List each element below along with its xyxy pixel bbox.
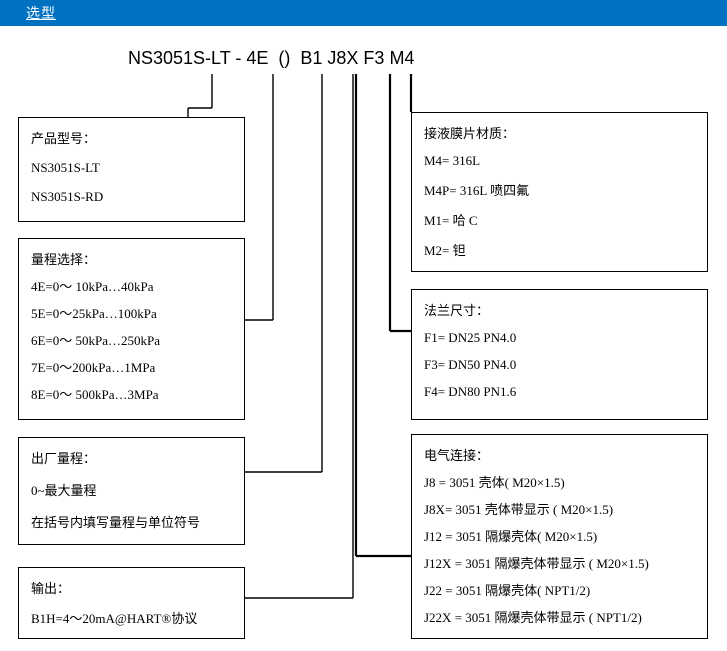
range-selection-box: 量程选择： 4E=0～ 10kPa…40kPa 5E=0～25kPa…100kP… [18, 238, 245, 420]
range-selection-title: 量程选择： [31, 252, 97, 267]
flange-size-box: 法兰尺寸： F1= DN25 PN4.0 F3= DN50 PN4.0 F4= … [411, 289, 708, 420]
diaphragm-material-option: M4P= 316L 喷四氟 [424, 183, 530, 198]
flange-size-option: F1= DN25 PN4.0 [424, 330, 517, 345]
factory-range-option: 在括号内填写量程与单位符号 [31, 515, 201, 530]
factory-range-title: 出厂量程： [31, 451, 97, 466]
flange-size-option: F3= DN50 PN4.0 [424, 357, 517, 372]
flange-size-option: F4= DN80 PN1.6 [424, 384, 517, 399]
diaphragm-material-box: 接液膜片材质： M4= 316L M4P= 316L 喷四氟 M1= 哈 C M… [411, 112, 708, 272]
range-selection-option: 7E=0～200kPa…1MPa [31, 360, 156, 375]
electrical-connection-option: J22 = 3051 隔爆壳体( NPT1/2) [424, 583, 591, 598]
header-bar [0, 0, 727, 26]
electrical-connection-option: J12 = 3051 隔爆壳体( M20×1.5) [424, 529, 598, 544]
range-selection-option: 5E=0～25kPa…100kPa [31, 306, 157, 321]
diaphragm-material-option: M4= 316L [424, 153, 481, 168]
output-title: 输出： [31, 581, 71, 596]
output-option: B1H=4～20mA@HART®协议 [31, 611, 198, 626]
factory-range-box: 出厂量程： 0~最大量程 在括号内填写量程与单位符号 [18, 437, 245, 545]
page-title: 选型 [26, 5, 56, 21]
electrical-connection-option: J12X = 3051 隔爆壳体带显示 ( M20×1.5) [424, 556, 649, 571]
flange-size-title: 法兰尺寸： [424, 303, 490, 318]
diaphragm-material-title: 接液膜片材质： [424, 126, 516, 141]
range-selection-option: 4E=0～ 10kPa…40kPa [31, 279, 154, 294]
product-model-option: NS3051S-LT [31, 160, 100, 175]
electrical-connection-option: J8X= 3051 壳体带显示 ( M20×1.5) [424, 502, 614, 517]
output-box: 输出： B1H=4～20mA@HART®协议 [18, 567, 245, 639]
electrical-connection-option: J8 = 3051 壳体( M20×1.5) [424, 475, 565, 490]
product-model-box: 产品型号： NS3051S-LT NS3051S-RD [18, 117, 245, 222]
electrical-connection-title: 电气连接： [424, 448, 490, 463]
product-model-option: NS3051S-RD [31, 189, 104, 204]
factory-range-option: 0~最大量程 [31, 483, 97, 498]
product-model-title: 产品型号： [31, 131, 97, 146]
diaphragm-material-option: M2= 钽 [424, 243, 466, 258]
electrical-connection-option: J22X = 3051 隔爆壳体带显示 ( NPT1/2) [424, 610, 642, 625]
model-code-string: NS3051S-LT - 4E () B1 J8X F3 M4 [128, 48, 415, 68]
range-selection-option: 8E=0～ 500kPa…3MPa [31, 387, 159, 402]
range-selection-option: 6E=0～ 50kPa…250kPa [31, 333, 161, 348]
diaphragm-material-option: M1= 哈 C [424, 213, 478, 228]
electrical-connection-box: 电气连接： J8 = 3051 壳体( M20×1.5) J8X= 3051 壳… [411, 434, 708, 639]
